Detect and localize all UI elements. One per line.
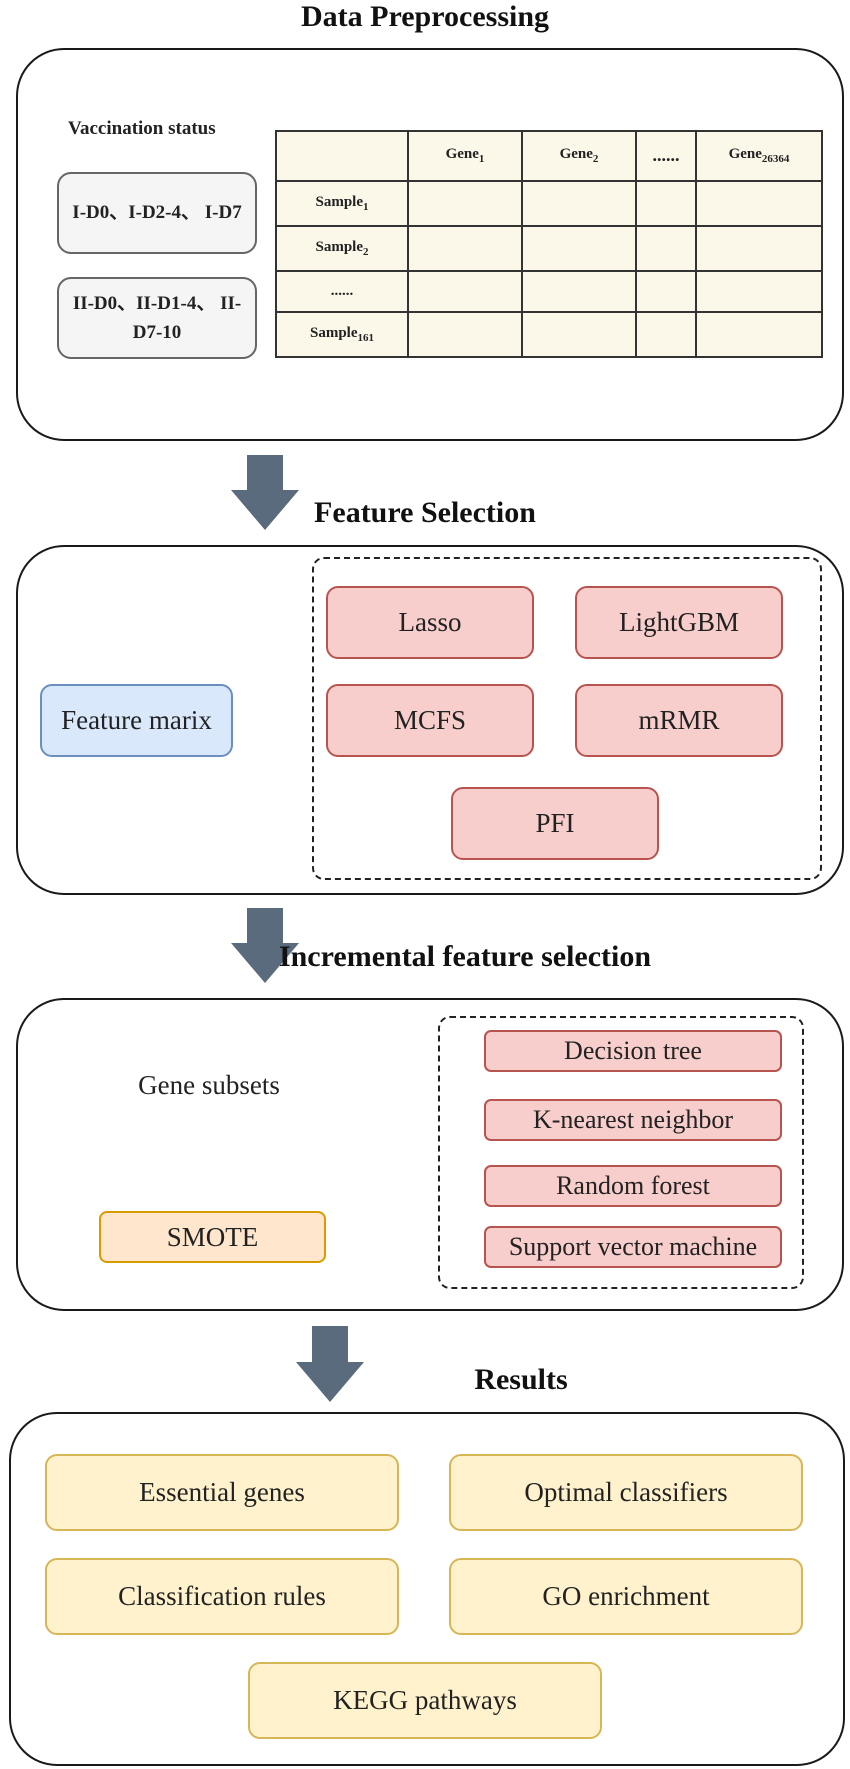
- result-kegg-pathways: KEGG pathways: [248, 1662, 602, 1739]
- down-arrow-3: [296, 1326, 364, 1402]
- gene-subsets-label: Gene subsets: [138, 1069, 280, 1100]
- method-mcfs: MCFS: [326, 684, 534, 757]
- classifier-group: [438, 1016, 804, 1289]
- classifier-knn: K-nearest neighbor: [484, 1099, 782, 1141]
- sample-last-label: Sample161: [275, 310, 409, 359]
- section-title-results: Results: [474, 1363, 568, 1396]
- table-corner-cell: [275, 130, 409, 182]
- gene-2-header: Gene2: [521, 130, 637, 182]
- method-lightgbm: LightGBM: [575, 586, 783, 659]
- result-classification-rules: Classification rules: [45, 1558, 399, 1635]
- section-title-incremental: Incremental feature selection: [278, 940, 652, 973]
- result-optimal-classifiers: Optimal classifiers: [449, 1454, 803, 1531]
- gene-1-header: Gene1: [407, 130, 523, 182]
- method-mrmr: mRMR: [575, 684, 783, 757]
- table-row: Sample161: [275, 310, 823, 359]
- expression-matrix-table: Gene1 Gene2 ...... Gene26364 Sample1 Sam…: [275, 130, 823, 359]
- classifier-svm: Support vector machine: [484, 1226, 782, 1268]
- result-essential-genes: Essential genes: [45, 1454, 399, 1531]
- gene-dots-header: ......: [635, 130, 697, 182]
- down-arrow-2: [231, 908, 299, 983]
- smote-box: SMOTE: [99, 1211, 326, 1263]
- table-row: Sample2: [275, 224, 823, 272]
- sample-2-label: Sample2: [275, 224, 409, 272]
- method-pfi: PFI: [451, 787, 659, 860]
- down-arrow-1: [231, 455, 299, 530]
- vaccination-status-label: Vaccination status: [68, 118, 216, 139]
- feature-methods-group: [312, 557, 822, 880]
- classifier-decision-tree: Decision tree: [484, 1030, 782, 1072]
- vaccination-group-1: I-D0、I-D2-4、 I-D7: [57, 172, 257, 254]
- result-go-enrichment: GO enrichment: [449, 1558, 803, 1635]
- feature-matrix-box: Feature marix: [40, 684, 233, 757]
- section-title-data-preprocessing: Data Preprocessing: [300, 0, 550, 33]
- sample-dots-label: ......: [275, 269, 409, 313]
- vaccination-group-2: II-D0、II-D1-4、 II-D7-10: [57, 277, 257, 359]
- table-row: ......: [275, 269, 823, 313]
- gene-last-header: Gene26364: [695, 130, 823, 182]
- table-header-row: Gene1 Gene2 ...... Gene26364: [275, 130, 823, 182]
- method-lasso: Lasso: [326, 586, 534, 659]
- sample-1-label: Sample1: [275, 179, 409, 227]
- table-row: Sample1: [275, 179, 823, 227]
- section-title-feature-selection: Feature Selection: [314, 496, 536, 529]
- classifier-random-forest: Random forest: [484, 1165, 782, 1207]
